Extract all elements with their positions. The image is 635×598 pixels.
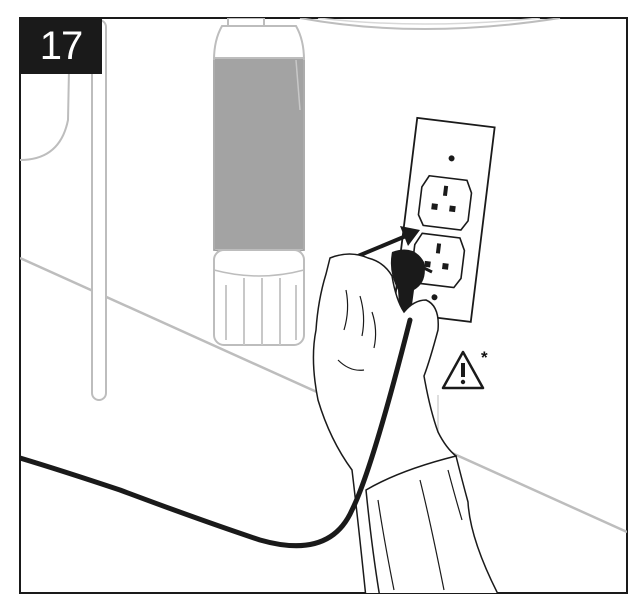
warning-asterisk: *: [481, 348, 488, 368]
vertical-rod: [92, 20, 106, 400]
warning-triangle-icon: [443, 352, 483, 388]
step-number-badge: 17: [20, 18, 102, 74]
filter-cartridge: [214, 0, 304, 345]
